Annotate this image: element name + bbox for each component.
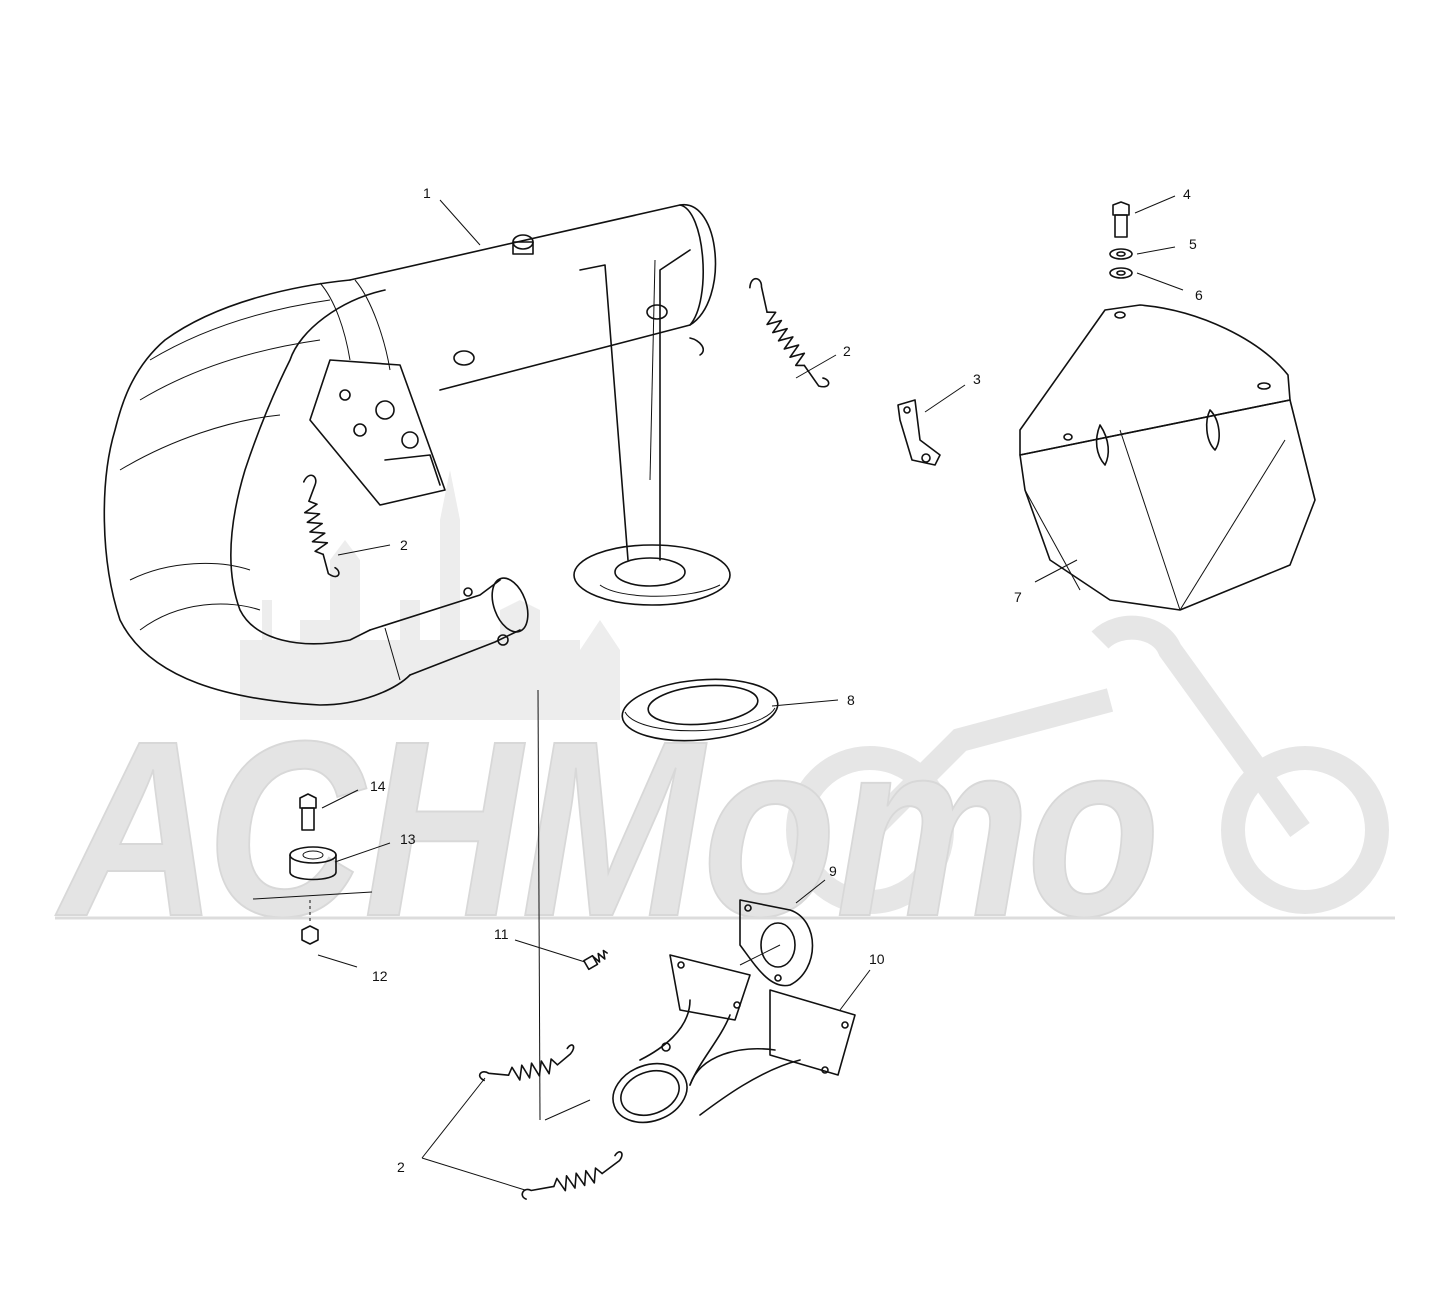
- callout-10: 10: [869, 951, 885, 967]
- part-12-nut: [301, 900, 319, 945]
- callout-6: 6: [1195, 287, 1203, 303]
- leader-lines: [317, 195, 1184, 1191]
- part-13-spacer: [289, 846, 337, 881]
- callout-2-lower: 2: [397, 1159, 405, 1175]
- part-2-spring-lower-b: [521, 1151, 623, 1200]
- part-7-heat-shield: [1019, 304, 1316, 611]
- part-5-washer: [1109, 248, 1133, 260]
- callout-3: 3: [973, 371, 981, 387]
- callout-5: 5: [1189, 236, 1197, 252]
- callout-13: 13: [400, 831, 416, 847]
- part-11-bolt: [583, 949, 608, 971]
- callout-14: 14: [370, 778, 386, 794]
- callout-4: 4: [1183, 186, 1191, 202]
- watermark-motorcycle-icon: [786, 615, 1389, 914]
- part-1-exhaust-pipe: [103, 204, 731, 706]
- callout-2-upper: 2: [843, 343, 851, 359]
- part-6-washer: [1109, 267, 1133, 279]
- callout-labels: 1 2 2 2 3 4 5 6 7 8 9 10 11 12 13 14: [370, 185, 1203, 1175]
- part-8-grommet: [621, 678, 779, 742]
- part-14-bolt: [299, 793, 317, 831]
- part-2-spring-middle: [302, 474, 340, 578]
- part-9-gasket: [739, 899, 814, 987]
- callout-12: 12: [372, 968, 388, 984]
- callout-7: 7: [1014, 589, 1022, 605]
- part-2-spring-upper: [749, 277, 830, 388]
- part-2-spring-lower-a: [478, 1044, 575, 1082]
- watermark-castle-icon: [240, 470, 620, 720]
- callout-11: 11: [494, 926, 509, 942]
- callout-2-middle: 2: [400, 537, 408, 553]
- watermark-text: АСНМото: [55, 689, 1160, 968]
- callout-1: 1: [423, 185, 431, 201]
- callout-9: 9: [829, 863, 837, 879]
- watermark: АСНМото: [54, 470, 1395, 969]
- part-10-manifold: [612, 954, 856, 1124]
- callout-8: 8: [847, 692, 855, 708]
- part-3-bracket: [897, 399, 941, 466]
- part-4-bolt: [1112, 201, 1130, 238]
